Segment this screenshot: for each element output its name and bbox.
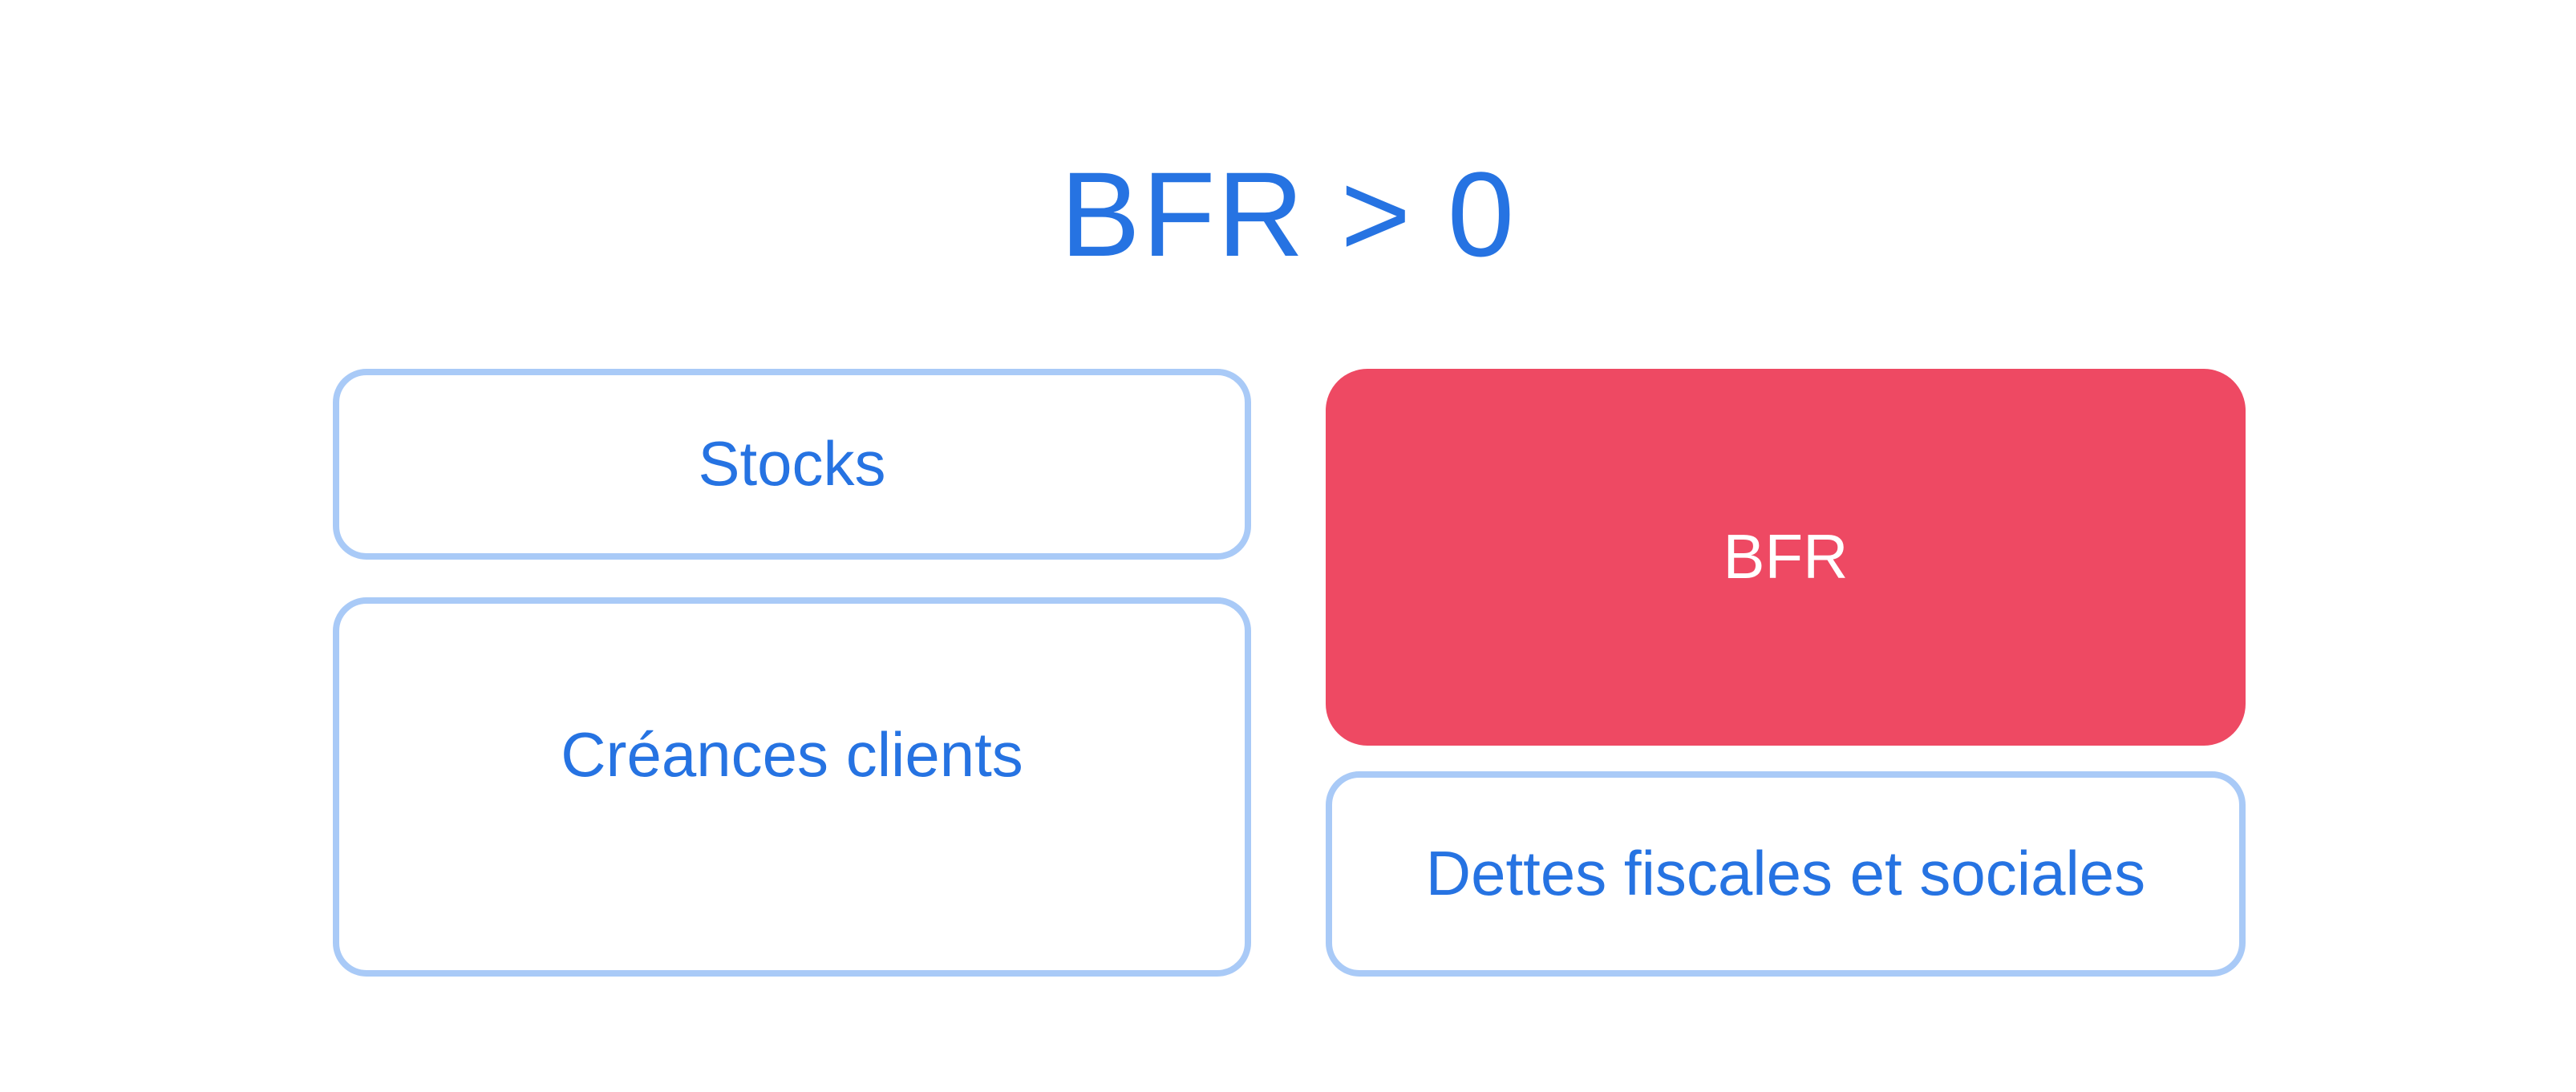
stocks-label: Stocks — [698, 428, 886, 499]
dettes-fiscales-sociales-label: Dettes fiscales et sociales — [1425, 838, 2146, 909]
diagram-title: BFR > 0 — [1059, 147, 1517, 281]
stocks-box: Stocks — [333, 369, 1251, 560]
creances-clients-label: Créances clients — [561, 718, 1023, 790]
bfr-box: BFR — [1326, 369, 2246, 746]
bfr-label: BFR — [1723, 521, 1849, 593]
dettes-fiscales-sociales-box: Dettes fiscales et sociales — [1326, 771, 2246, 977]
creances-clients-box: Créances clients — [333, 597, 1251, 977]
